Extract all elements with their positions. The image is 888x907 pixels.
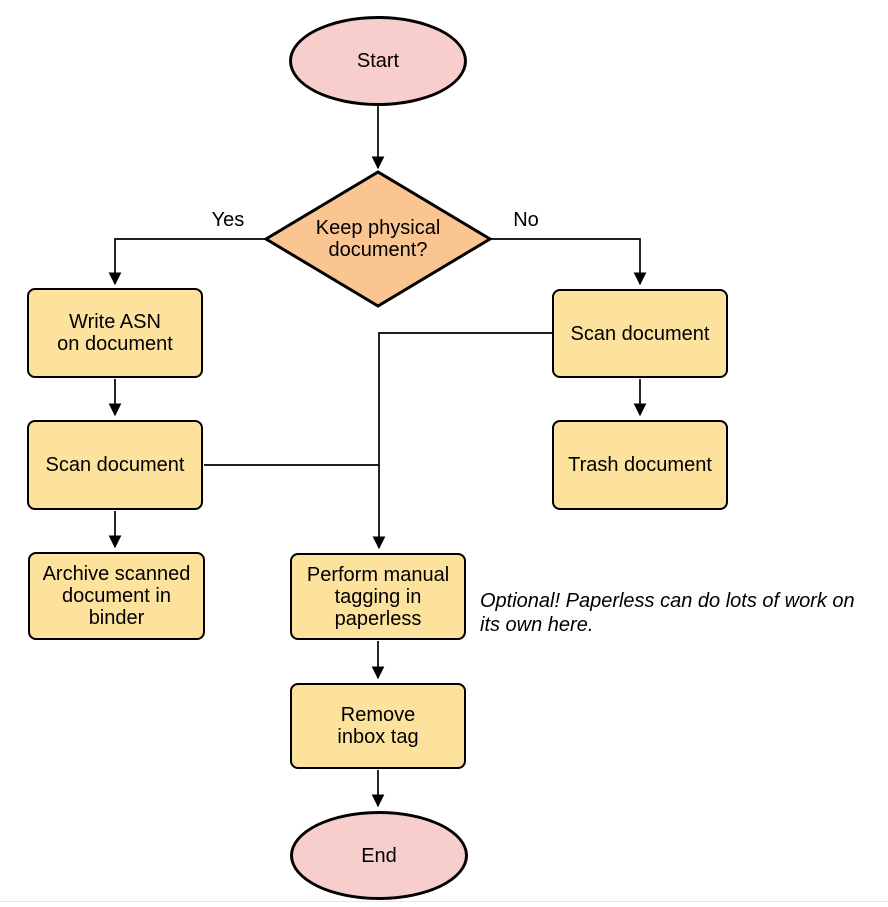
optional-note: Optional! Paperless can do lots of work … (480, 590, 855, 636)
node-trash-document-label: Trash document (568, 454, 712, 476)
node-remove-inbox-tag: Remove inbox tag (290, 683, 466, 769)
edge-scanright-to-tagging (372, 332, 552, 550)
node-decision: Keep physical document? (288, 216, 468, 262)
node-scan-document-right: Scan document (552, 289, 728, 378)
edge-decision-no (490, 238, 647, 286)
edge-decision-yes (108, 238, 266, 286)
node-trash-document: Trash document (552, 420, 728, 510)
node-end-label: End (361, 844, 397, 867)
node-manual-tagging: Perform manual tagging in paperless (290, 553, 466, 640)
node-start-label: Start (356, 50, 400, 72)
node-archive-binder-label: Archive scanned document in binder (42, 563, 191, 629)
node-decision-label: Keep physical document? (315, 217, 441, 261)
decision-diamond (263, 170, 493, 308)
node-start: Start (289, 16, 467, 106)
edge-label-no: No (513, 209, 539, 231)
node-archive-binder: Archive scanned document in binder (28, 552, 205, 640)
node-scan-document-left: Scan document (27, 420, 203, 510)
node-scan-document-left-label: Scan document (45, 454, 185, 476)
edge-label-yes: Yes (211, 209, 245, 231)
node-end: End (290, 811, 468, 900)
node-write-asn: Write ASN on document (27, 288, 203, 378)
bottom-divider (0, 901, 888, 902)
node-scan-document-right-label: Scan document (570, 322, 710, 345)
node-manual-tagging-label: Perform manual tagging in paperless (306, 563, 450, 630)
node-remove-inbox-tag-label: Remove inbox tag (337, 704, 419, 748)
node-write-asn-label: Write ASN on document (57, 311, 173, 355)
